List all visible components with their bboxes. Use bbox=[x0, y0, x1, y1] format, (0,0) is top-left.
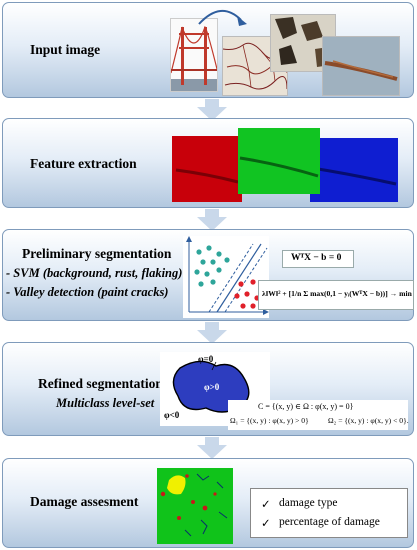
stage-label-damage-assessment: Damage assesment bbox=[30, 494, 139, 509]
green-channel bbox=[238, 128, 320, 194]
svm-scatter-plot bbox=[183, 236, 269, 318]
blue-channel bbox=[310, 138, 398, 202]
svm-objective-equation: λ‖W‖² + [1/n Σ max(0,1 − yᵢ(WᵀX − b))] →… bbox=[262, 289, 412, 298]
assessment-checklist: ✓ damage type ✓ percentage of damage bbox=[250, 488, 408, 538]
rust-photo bbox=[322, 36, 400, 96]
damage-map bbox=[157, 468, 233, 544]
stage-label-preliminary-segmentation: Preliminary segmentation bbox=[22, 246, 172, 261]
bridge-photo bbox=[170, 18, 218, 92]
omega2-equation: Ω₂ = {(x, y) : φ(x, y) < 0}. bbox=[328, 416, 409, 425]
zoom-arrow bbox=[198, 10, 247, 26]
check-icon: ✓ bbox=[261, 518, 271, 530]
flow-arrow bbox=[197, 322, 227, 344]
method-valley-detection: - Valley detection (paint cracks) bbox=[6, 285, 169, 299]
curve-equation: C = {(x, y) ∈ Ω : φ(x, y) = 0} bbox=[258, 402, 354, 411]
flow-arrow bbox=[197, 437, 227, 459]
method-svm: - SVM (background, rust, flaking) bbox=[6, 266, 183, 280]
checklist-item-percentage-of-damage: percentage of damage bbox=[279, 516, 380, 528]
checklist-item-damage-type: damage type bbox=[279, 497, 338, 509]
method-multiclass-level-set: Multiclass level-set bbox=[56, 396, 155, 410]
red-channel bbox=[172, 136, 242, 202]
phi-positive-label: φ>0 bbox=[204, 382, 220, 392]
phi-negative-label: φ<0 bbox=[164, 410, 180, 420]
stage-label-input-image: Input image bbox=[30, 42, 101, 57]
check-icon: ✓ bbox=[261, 499, 271, 511]
flow-arrow bbox=[197, 209, 227, 231]
omega1-equation: Ω₁ = {(x, y) : φ(x, y) > 0} bbox=[230, 416, 309, 425]
stage-label-feature-extraction: Feature extraction bbox=[30, 156, 137, 171]
svm-hyperplane-equation: WᵀX − b = 0 bbox=[291, 253, 342, 263]
flow-arrow bbox=[197, 99, 227, 121]
level-set-equations-box: C = {(x, y) ∈ Ω : φ(x, y) = 0} Ω₁ = {(x,… bbox=[228, 400, 409, 430]
phi-zero-label: φ=0 bbox=[198, 354, 214, 364]
svm-hyperplane-box: WᵀX − b = 0 bbox=[282, 250, 354, 268]
stage-label-refined-segmentation: Refined segmentation bbox=[38, 376, 163, 391]
svm-objective-box: λ‖W‖² + [1/n Σ max(0,1 − yᵢ(WᵀX − b))] →… bbox=[258, 280, 414, 310]
